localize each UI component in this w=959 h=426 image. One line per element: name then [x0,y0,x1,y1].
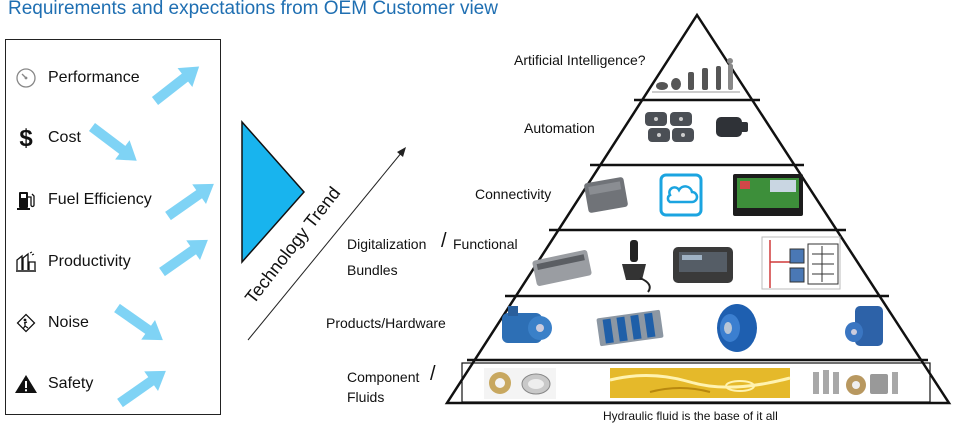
valve-block-icon [596,309,664,347]
sensor-icon [645,112,694,142]
requirement-fuel-efficiency: Fuel Efficiency [14,188,152,212]
telematics-box-icon [584,177,628,213]
trend-arrow-up [151,66,200,105]
cloud-icon [659,173,703,217]
trend-arrow-up [159,239,208,277]
warning-icon [14,372,38,396]
requirement-label: Fuel Efficiency [48,191,152,208]
motor-icon [717,304,757,352]
level-label-ai: Artificial Intelligence? [514,52,646,68]
requirements-panel [5,39,221,415]
level-label-connectivity: Connectivity [475,186,552,202]
level-slash: / [441,230,447,252]
circuit-diagram-icon [761,236,841,290]
svg-text:$: $ [19,125,33,151]
display-screen-icon [673,247,733,283]
requirement-productivity: Productivity [14,250,131,274]
sensor-icon [716,117,748,137]
requirement-safety: Safety [14,372,93,396]
requirement-label: Safety [48,375,94,392]
requirement-label: Noise [48,314,89,331]
requirement-label: Cost [48,129,81,146]
pyramid-caption: Hydraulic fluid is the base of it all [603,409,778,423]
level-label-functional: Functional [453,236,518,252]
requirement-label: Productivity [48,253,131,270]
ecu-icon [532,250,592,286]
dollar-icon: $ [14,125,38,151]
level-label-component: Component [347,369,420,385]
display-screen-icon [733,174,803,216]
pump-icon [845,306,883,346]
fuel-pump-icon [14,188,38,212]
trend-arrow-down [88,123,137,161]
bearing-icon [484,368,556,399]
robot-evolution-icon [652,58,740,93]
level-label-digitalization: Digitalization [347,236,427,252]
level-label-fluids: Fluids [347,389,385,405]
trend-arrowhead [397,147,406,157]
requirement-noise: Noise [14,311,89,335]
joystick-icon [622,240,651,293]
piston-parts-icon [813,370,898,395]
page-title: Requirements and expectations from OEM C… [8,0,498,19]
requirement-label: Performance [48,69,140,86]
trend-arrow-down [114,303,163,341]
level-label-products: Products/Hardware [326,315,446,331]
productivity-icon [14,250,38,274]
noise-sign-icon [14,311,38,335]
level-label-bundles: Bundles [347,262,398,278]
gauge-icon [14,66,38,90]
trend-arrow-up [165,183,214,221]
requirement-cost: $ Cost [14,125,81,151]
trend-line [247,151,403,341]
level-slash: / [430,363,436,385]
level-label-automation: Automation [524,120,595,136]
level-triangle [241,120,306,264]
hydraulic-fluid-icon [609,368,791,398]
pump-icon [502,306,552,343]
trend-arrow-up [117,370,166,408]
requirement-performance: Performance [14,66,140,90]
